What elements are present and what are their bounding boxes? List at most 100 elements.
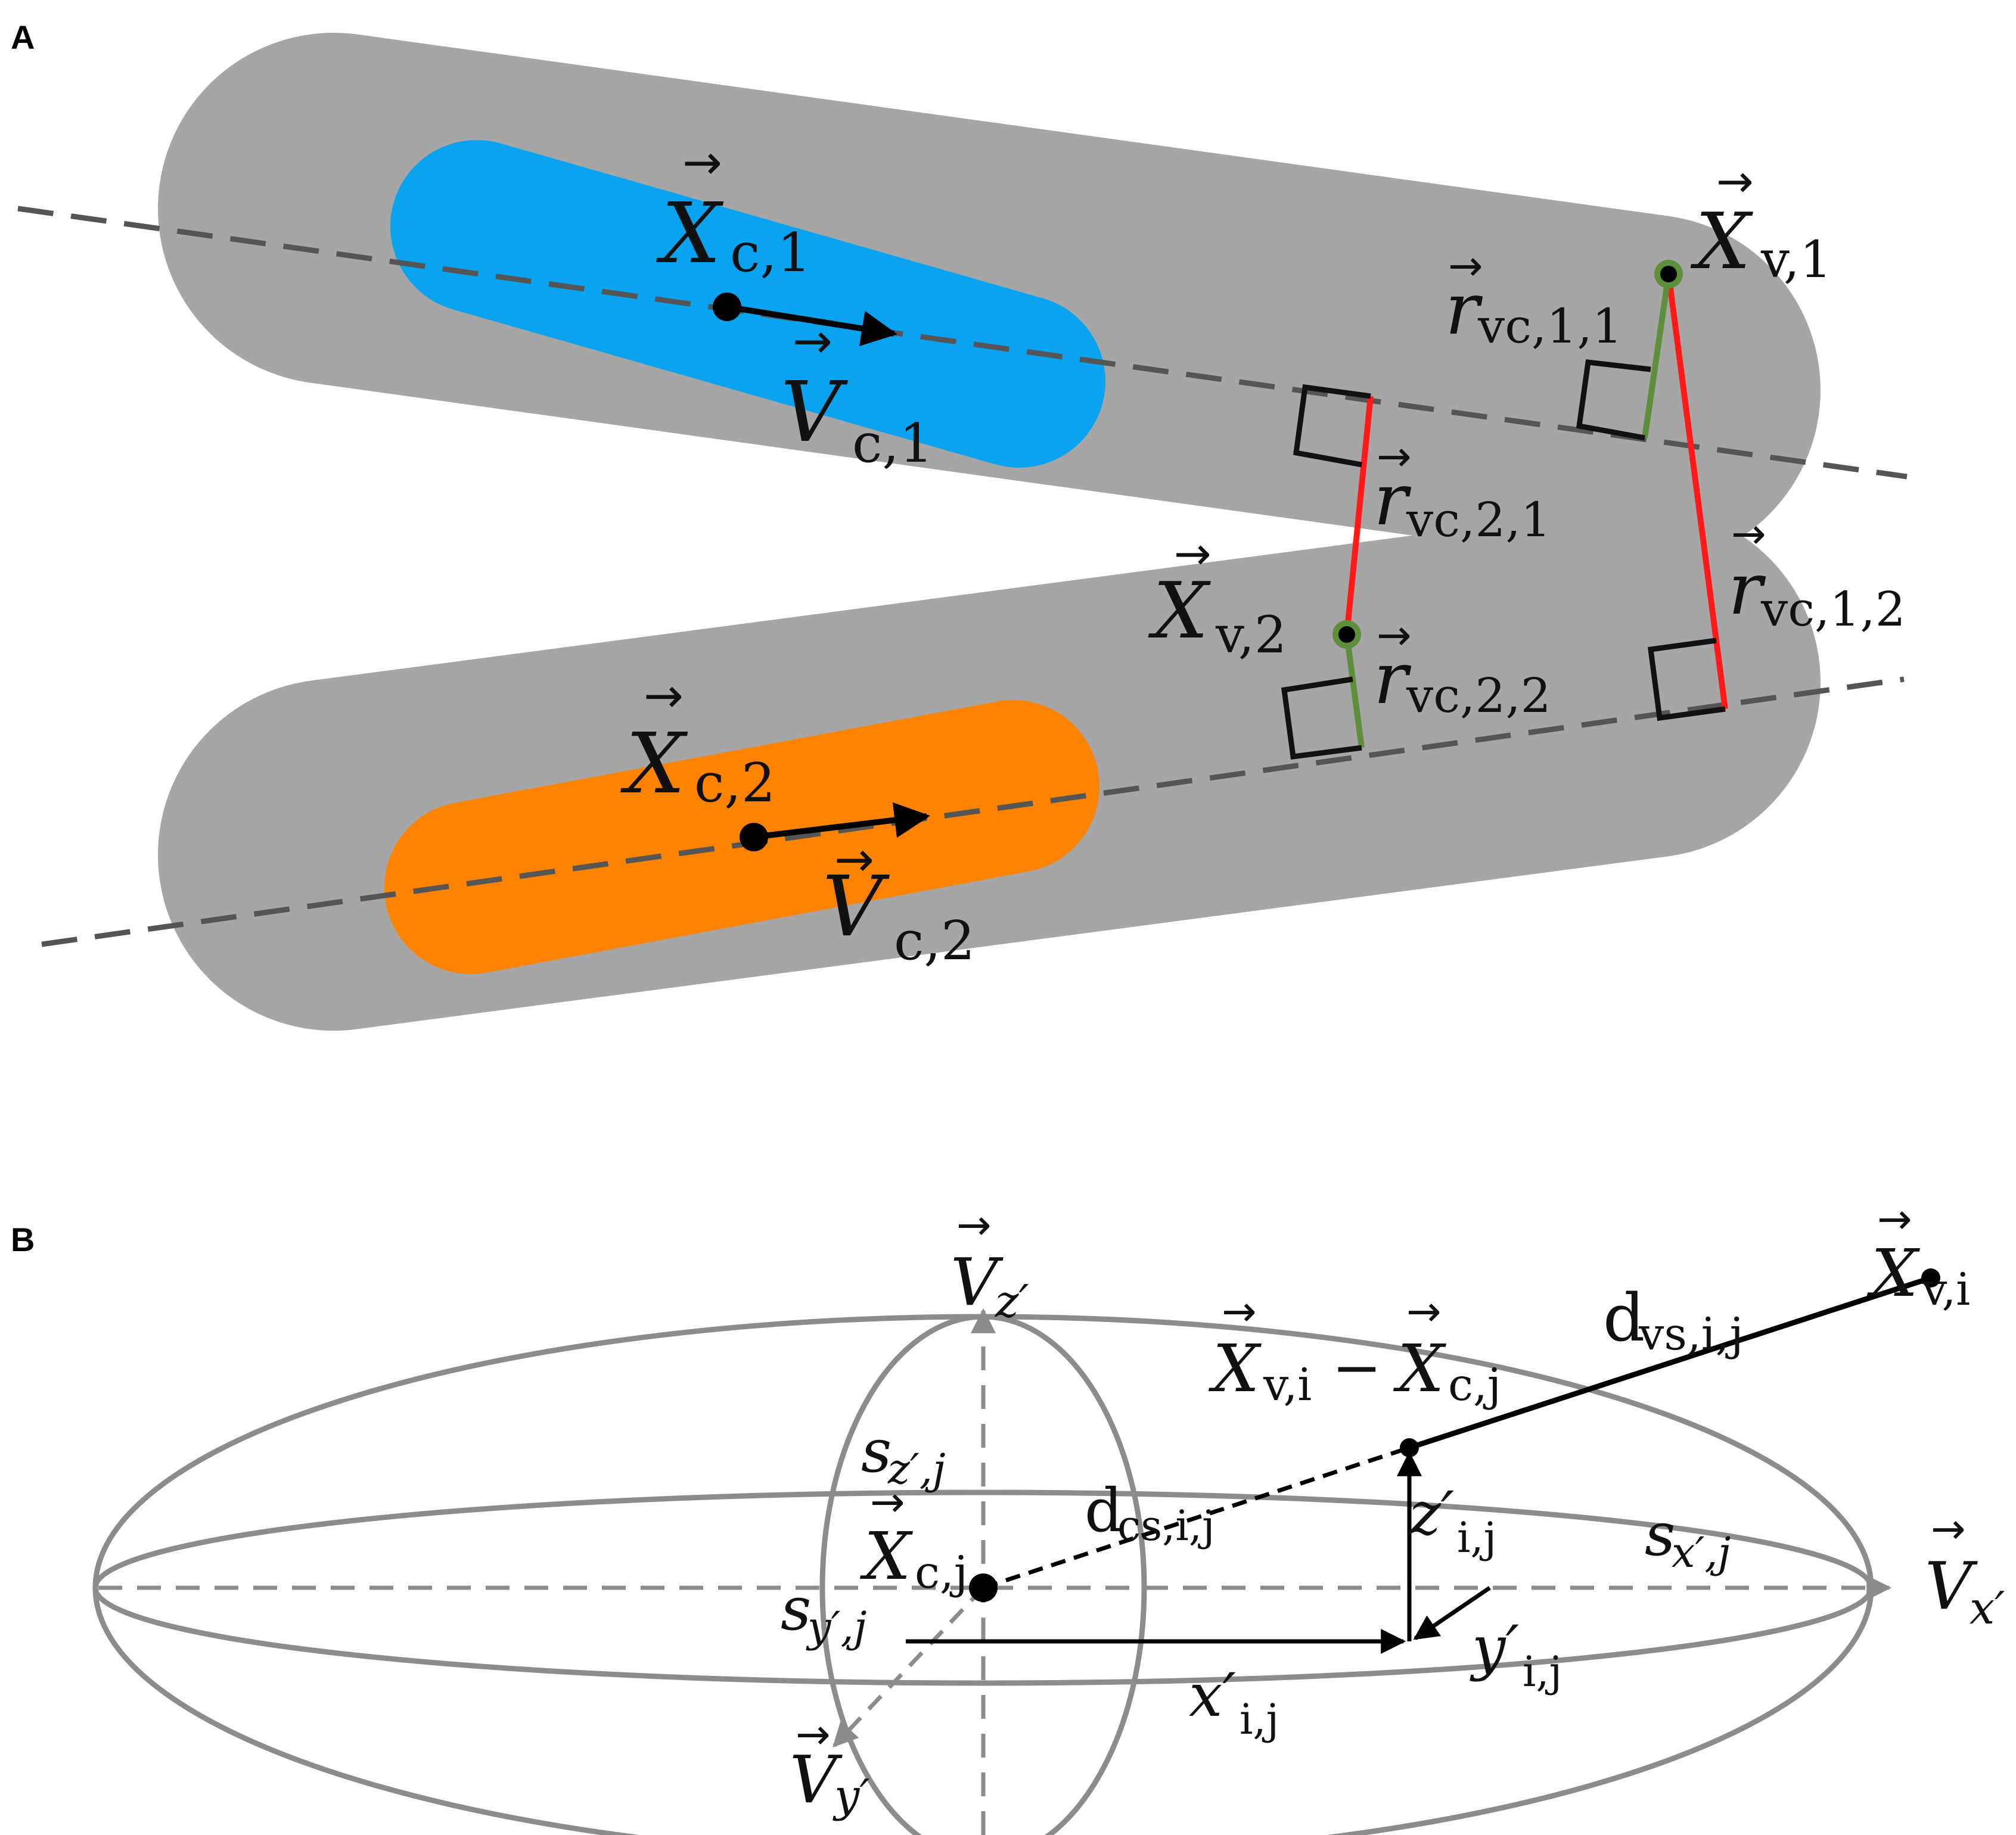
label-xc1: → X c,1 <box>656 135 811 284</box>
label-yij: y′ i,j <box>1470 1613 1562 1696</box>
svg-text:d: d <box>1603 1280 1645 1356</box>
svg-text:c,1: c,1 <box>852 412 933 475</box>
right-angle-marker-4 <box>1647 637 1726 721</box>
vertex-point-2-core <box>1338 626 1355 643</box>
y-component-arrow <box>1413 1586 1491 1640</box>
svg-text:→: → <box>1222 1287 1257 1336</box>
svg-text:→: → <box>870 1478 905 1526</box>
normal-rvc11-green <box>1642 273 1672 438</box>
right-angle-marker-3 <box>1281 676 1362 760</box>
svg-text:→: → <box>644 668 684 723</box>
normal-rvc21-red <box>1344 396 1374 635</box>
svg-text:s: s <box>1645 1500 1675 1569</box>
svg-text:vs,i,j: vs,i,j <box>1638 1308 1744 1360</box>
svg-text:c,j: c,j <box>915 1546 968 1598</box>
svg-text:v,2: v,2 <box>1215 606 1287 665</box>
svg-text:→: → <box>796 1710 831 1759</box>
panel-a-label: A <box>11 18 35 56</box>
svg-text:y′,j: y′,j <box>806 1603 866 1652</box>
axis-dashed-top <box>17 206 1908 480</box>
svg-text:i,j: i,j <box>1523 1647 1562 1696</box>
label-xij: x′ i,j <box>1189 1660 1279 1744</box>
svg-text:vc,1,2: vc,1,2 <box>1760 581 1906 637</box>
right-angle-marker-1 <box>1293 384 1371 468</box>
svg-text:X: X <box>1393 1330 1446 1407</box>
svg-text:c,1: c,1 <box>730 222 811 284</box>
label-zij: z′ i,j <box>1409 1479 1496 1562</box>
svg-text:→: → <box>1731 509 1766 558</box>
direction-vector-2 <box>753 802 930 840</box>
axis-dashed-bottom <box>41 676 1905 947</box>
svg-text:x′: x′ <box>1970 1582 2005 1634</box>
svg-text:vc,1,1: vc,1,1 <box>1477 298 1623 354</box>
svg-text:→: → <box>1406 1287 1442 1336</box>
svg-text:d: d <box>1085 1476 1123 1545</box>
svg-text:→: → <box>1716 155 1754 207</box>
label-rvc21: → r vc,2,1 <box>1374 432 1551 548</box>
label-syj: s y′,j <box>781 1574 866 1652</box>
svg-text:→: → <box>834 832 874 887</box>
svg-text:x′: x′ <box>1189 1660 1236 1730</box>
label-xc2: → X c,2 <box>620 668 775 814</box>
normal-rvc22-green <box>1344 634 1365 748</box>
svg-text:→: → <box>1877 1195 1912 1243</box>
svg-text:X: X <box>1690 196 1753 287</box>
svg-text:X: X <box>1866 1235 1920 1311</box>
svg-text:X: X <box>1208 1330 1262 1407</box>
svg-text:→: → <box>956 1200 992 1249</box>
label-vc2: → V c,2 <box>822 832 975 972</box>
normal-rvc12-red <box>1666 273 1728 710</box>
label-rvc11: → r vc,1,1 <box>1445 241 1623 354</box>
panel-b-label: B <box>11 1221 35 1258</box>
panel-a: A → X <box>11 18 1908 1031</box>
direction-vector-1 <box>726 304 897 347</box>
svg-text:cs,i,j: cs,i,j <box>1117 1501 1215 1550</box>
label-vz: → V z′ <box>950 1200 1029 1327</box>
svg-text:z′: z′ <box>1409 1479 1455 1548</box>
svg-text:X: X <box>656 185 724 282</box>
svg-text:v,i: v,i <box>1263 1358 1312 1411</box>
label-xv2: → X v,2 <box>1148 527 1287 665</box>
label-szj: s z′,j <box>861 1416 946 1494</box>
svg-text:i,j: i,j <box>1240 1695 1279 1744</box>
svg-text:y′: y′ <box>833 1769 869 1822</box>
label-vy: → V y′ <box>790 1710 869 1822</box>
svg-text:s: s <box>861 1416 891 1486</box>
svg-text:V: V <box>790 1741 843 1818</box>
label-rvc22: → r vc,2,2 <box>1374 611 1551 723</box>
svg-text:→: → <box>1931 1504 1966 1553</box>
svg-text:X: X <box>620 716 688 813</box>
svg-text:i,j: i,j <box>1457 1513 1496 1562</box>
svg-text:vc,2,2: vc,2,2 <box>1406 668 1551 723</box>
svg-text:V: V <box>950 1244 1004 1320</box>
vertex-point-1-core <box>1660 266 1677 282</box>
label-rvc12: → r vc,1,2 <box>1728 509 1906 637</box>
svg-text:x′,j: x′,j <box>1672 1528 1731 1577</box>
svg-text:→: → <box>793 313 833 369</box>
svg-text:r: r <box>1374 459 1412 542</box>
label-dcs: d cs,i,j <box>1085 1476 1215 1550</box>
svg-text:V: V <box>781 364 849 461</box>
right-angle-marker-2 <box>1576 359 1651 441</box>
svg-text:z′,j: z′,j <box>887 1445 946 1494</box>
svg-text:r: r <box>1445 268 1483 351</box>
svg-text:X: X <box>859 1518 913 1594</box>
svg-text:→: → <box>1174 527 1212 580</box>
svg-text:vc,2,1: vc,2,1 <box>1406 492 1551 548</box>
svg-text:c,j: c,j <box>1448 1358 1501 1411</box>
svg-text:→: → <box>1377 432 1412 481</box>
svg-text:c,2: c,2 <box>694 752 775 814</box>
outer-capsule-notch <box>1043 562 1132 579</box>
svg-text:s: s <box>781 1574 811 1644</box>
label-xv1: → X v,1 <box>1690 155 1832 290</box>
dvs-segment <box>1408 1275 1932 1451</box>
svg-text:→: → <box>1377 611 1412 660</box>
label-diff: → X v,i − → X c,j <box>1208 1287 1501 1411</box>
label-xvi: → X v,i <box>1866 1195 1970 1315</box>
label-dvs: d vs,i,j <box>1603 1280 1744 1360</box>
label-vc1: → V c,1 <box>781 313 933 475</box>
panel-b: B → V z′ → V x′ → <box>11 1195 2005 1835</box>
svg-text:−: − <box>1332 1333 1382 1402</box>
svg-text:r: r <box>1728 548 1766 631</box>
